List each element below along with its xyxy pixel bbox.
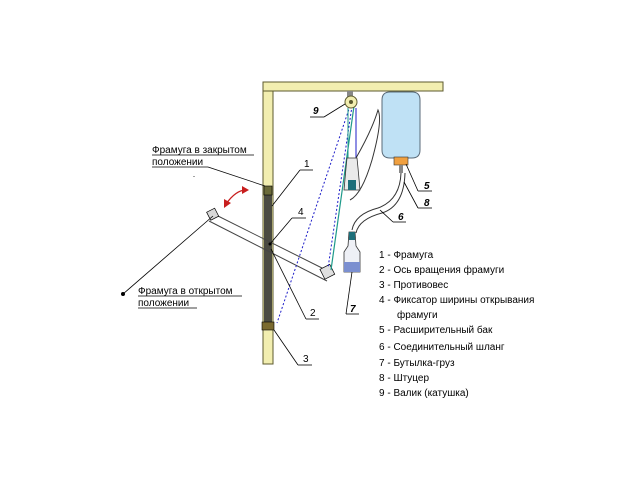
open-label-line1: Фрамуга в открытом [138,286,233,297]
legend-item-6: 6 - Соединительный шланг [379,342,505,353]
hose-loop [349,108,380,201]
legend-item-8: 8 - Штуцер [379,373,429,384]
callout-number-5: 5 [424,181,430,192]
callout-number-8: 8 [424,198,430,209]
counterweight-block [261,321,275,331]
transom-closed [264,186,272,328]
open-label-line2: положении [138,298,189,309]
ceiling-beam [262,81,444,92]
expansion-tank [381,91,421,173]
callout-8: 8 [403,181,432,209]
callout-5: 5 [405,163,432,192]
callout-9: 9 [310,103,346,118]
hose-outer [351,172,402,231]
callout-number-3: 3 [303,354,309,365]
svg-text:-: - [193,174,195,180]
callout-number-7: 7 [350,304,356,315]
rope-blue-2 [327,105,353,269]
legend-item-4-cont: фрамуги [397,309,438,321]
closed-label-line2: положении [152,157,203,168]
legend-item-9: 9 - Валик (катушка) [379,388,469,399]
callout-number-6: 6 [398,212,404,223]
pulley [344,91,358,109]
hose-inner [355,172,406,234]
label-open-position: Фрамуга в открытом положении [121,215,242,309]
callout-2: 2 [270,248,319,320]
callout-6: 6 [379,209,406,223]
rope-teal [330,105,355,271]
legend-item-7: 7 - Бутылка-груз [379,358,455,369]
callout-number-2: 2 [310,308,316,319]
callout-number-1: 1 [304,159,310,170]
callout-number-4: 4 [298,207,304,218]
callout-1: 1 [271,159,313,207]
callout-3: 3 [273,329,312,366]
callout-7: 7 [345,271,359,315]
label-closed-position: Фрамуга в закрытом положении - [152,145,266,187]
rotation-arrow [224,186,249,208]
upper-bottle [343,157,361,191]
callout-4: 4 [268,207,306,246]
legend: 1 - Фрамуга 2 - Ось вращения фрамуги 3 -… [379,250,534,399]
transom-top-block [263,185,273,196]
legend-item-2: 2 - Ось вращения фрамуги [379,264,504,276]
legend-item-4: 4 - Фиксатор ширины открывания [379,295,534,306]
closed-label-line1: Фрамуга в закрытом [152,145,247,156]
legend-item-1: 1 - Фрамуга [379,250,434,261]
callout-number-9: 9 [313,106,319,117]
bottle-weight [343,231,361,273]
legend-item-5: 5 - Расширительный бак [379,324,493,336]
legend-item-3: 3 - Противовес [379,280,448,291]
